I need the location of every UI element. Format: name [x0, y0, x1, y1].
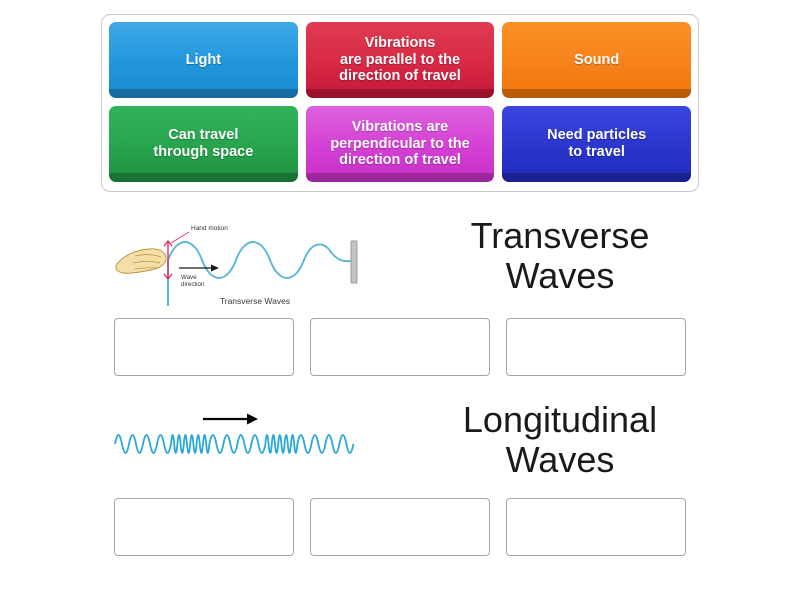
longitudinal-wave-svg — [114, 413, 355, 454]
tile-label: Light — [185, 51, 222, 68]
dropzone-row-transverse — [0, 318, 800, 376]
tile-need-particles-to-travel[interactable]: Need particles to travel — [502, 106, 692, 182]
category-header: Hand motion Wave direction Transverse Wa… — [0, 215, 800, 310]
hand-motion-leader-line — [170, 231, 190, 244]
transverse-wave-svg: Hand motion Wave direction Transverse Wa… — [115, 225, 358, 306]
dropzone-transverse-3[interactable] — [506, 318, 686, 376]
tile-vibrations-perpendicular[interactable]: Vibrations are perpendicular to the dire… — [305, 106, 495, 182]
wave-direction-label-line2: direction — [181, 281, 205, 288]
dropzone-longitudinal-1[interactable] — [114, 498, 294, 556]
transverse-wave-path — [167, 241, 352, 279]
tile-light[interactable]: Light — [109, 22, 298, 98]
category-header: Longitudinal Waves — [0, 399, 800, 494]
tile-label: Vibrations are perpendicular to the dire… — [330, 118, 470, 169]
longitudinal-wave-path — [114, 434, 355, 454]
longitudinal-wave-diagram — [105, 400, 405, 494]
tile-label: Need particles to travel — [547, 127, 647, 160]
hand-motion-arrow-icon — [163, 239, 173, 281]
figure-caption: Transverse Waves — [220, 296, 290, 306]
answer-tile-bank: Light Vibrations are parallel to the dir… — [101, 14, 699, 192]
tile-label: Can travel through space — [153, 127, 254, 160]
dropzone-transverse-1[interactable] — [114, 318, 294, 376]
category-longitudinal-waves: Longitudinal Waves — [0, 399, 800, 556]
tile-sound[interactable]: Sound — [502, 22, 692, 98]
dropzone-transverse-2[interactable] — [310, 318, 490, 376]
tile-bank-row-2: Can travel through space Vibrations are … — [109, 106, 692, 182]
wave-direction-label-line1: Wave — [181, 274, 197, 281]
dropzone-longitudinal-2[interactable] — [310, 498, 490, 556]
dropzone-row-longitudinal — [0, 498, 800, 556]
tile-vibrations-parallel[interactable]: Vibrations are parallel to the direction… — [305, 22, 495, 98]
category-title-longitudinal: Longitudinal Waves — [462, 399, 658, 481]
transverse-wave-diagram: Hand motion Wave direction Transverse Wa… — [105, 216, 405, 310]
hand-motion-label: Hand motion — [191, 225, 228, 232]
hand-icon — [115, 248, 167, 274]
tile-can-travel-through-space[interactable]: Can travel through space — [109, 106, 298, 182]
category-transverse-waves: Hand motion Wave direction Transverse Wa… — [0, 215, 800, 376]
wave-direction-arrow-icon — [179, 264, 219, 272]
tile-bank-row-1: Light Vibrations are parallel to the dir… — [109, 22, 692, 98]
tile-label: Vibrations are parallel to the direction… — [339, 34, 461, 85]
category-title-transverse: Transverse Waves — [470, 215, 650, 297]
propagation-direction-arrow-icon — [203, 413, 258, 425]
tile-label: Sound — [574, 51, 620, 68]
wall-post — [350, 240, 358, 284]
dropzone-longitudinal-3[interactable] — [506, 498, 686, 556]
